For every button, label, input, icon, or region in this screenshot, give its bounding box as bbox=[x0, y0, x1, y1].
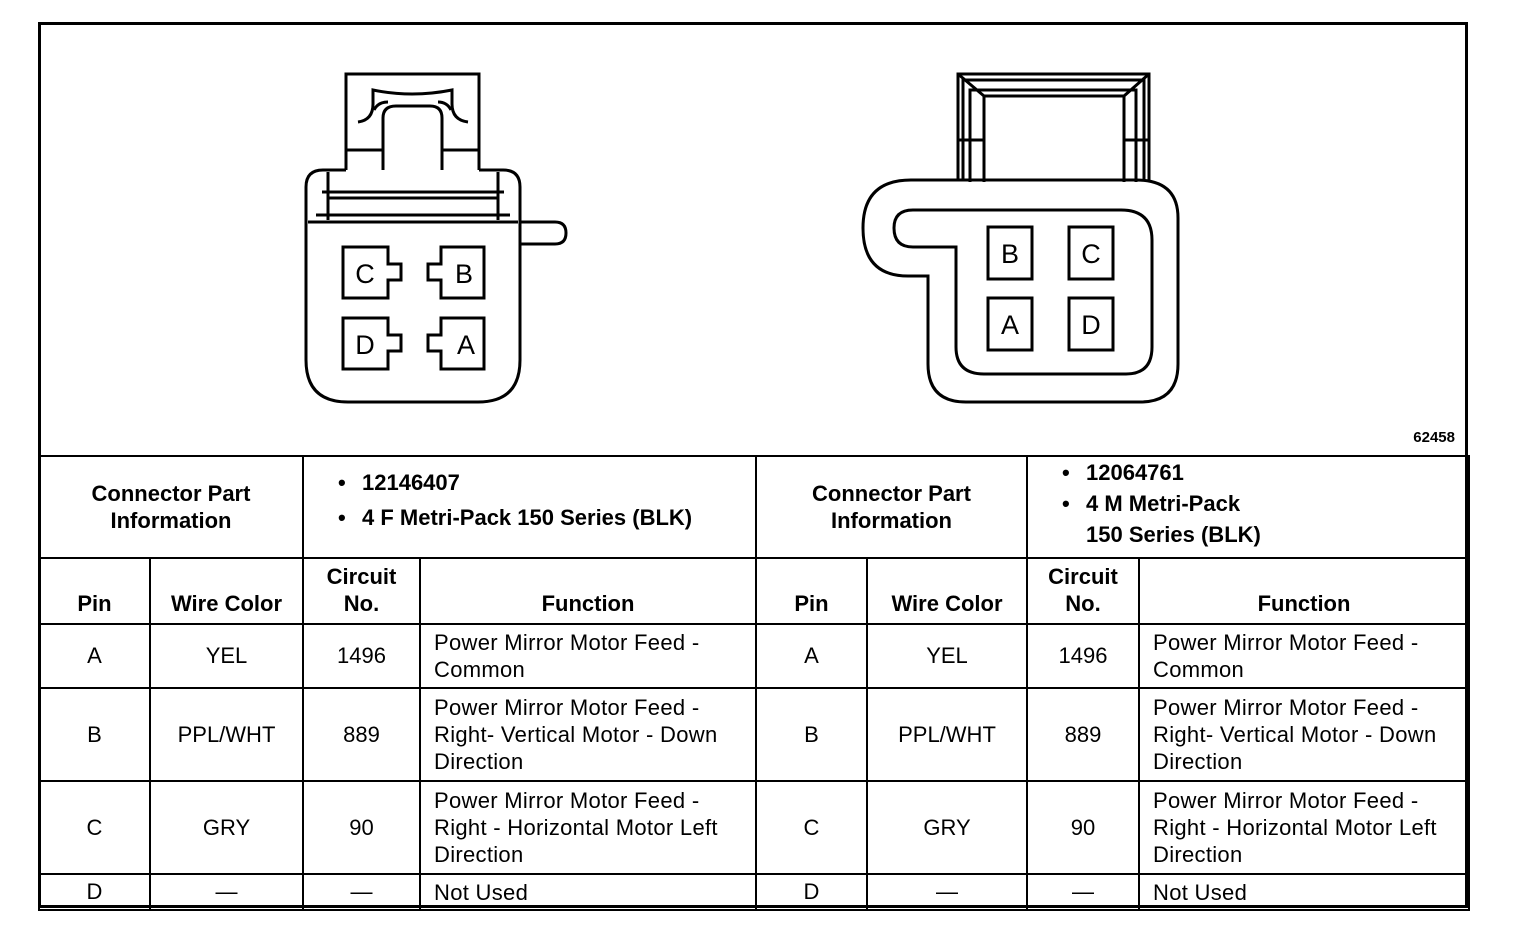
col-header-wire-color: Wire Color bbox=[866, 557, 1028, 625]
pin-cell: D bbox=[755, 873, 868, 911]
wire-color-cell: — bbox=[149, 873, 304, 911]
table-row: D — — Not Used bbox=[38, 873, 757, 911]
table-row: D — — Not Used bbox=[755, 873, 1470, 911]
female-connector-outline bbox=[304, 72, 568, 404]
function-cell: Power Mirror Motor Feed - Common bbox=[1138, 623, 1470, 689]
male-pin-label: C bbox=[1081, 239, 1101, 269]
function-cell: Not Used bbox=[419, 873, 757, 911]
function-cell: Power Mirror Motor Feed - Right - Horizo… bbox=[1138, 780, 1470, 875]
function-cell: Power Mirror Motor Feed - Common bbox=[419, 623, 757, 689]
function-cell: Power Mirror Motor Feed - Right- Vertica… bbox=[419, 687, 757, 782]
female-pin-label: C bbox=[355, 259, 375, 289]
table-row: A YEL 1496 Power Mirror Motor Feed - Com… bbox=[38, 623, 757, 689]
connector-description-cont: 150 Series (BLK) bbox=[1086, 522, 1261, 547]
wire-color-cell: GRY bbox=[149, 780, 304, 875]
male-pin-label: B bbox=[1001, 239, 1019, 269]
wire-color-cell: — bbox=[866, 873, 1028, 911]
left-pinout-table: Connector Part Information 12146407 4 F … bbox=[38, 455, 757, 911]
part-number: 12064761 bbox=[1062, 457, 1468, 488]
function-cell: Not Used bbox=[1138, 873, 1470, 911]
col-header-pin: Pin bbox=[755, 557, 868, 625]
pin-cell: C bbox=[38, 780, 151, 875]
pin-cell: D bbox=[38, 873, 151, 911]
circuit-cell: 889 bbox=[1026, 687, 1140, 782]
col-header-wire-color: Wire Color bbox=[149, 557, 304, 625]
pin-cell: B bbox=[755, 687, 868, 782]
part-number: 12146407 bbox=[338, 465, 755, 500]
pin-cell: A bbox=[38, 623, 151, 689]
connector-description: 4 M Metri-Pack bbox=[1062, 488, 1468, 519]
circuit-cell: 1496 bbox=[302, 623, 421, 689]
female-pin-label: A bbox=[457, 330, 475, 360]
wire-color-cell: YEL bbox=[149, 623, 304, 689]
circuit-cell: — bbox=[302, 873, 421, 911]
table-row: A YEL 1496 Power Mirror Motor Feed - Com… bbox=[755, 623, 1470, 689]
circuit-cell: 90 bbox=[302, 780, 421, 875]
male-pin-label: A bbox=[1001, 310, 1019, 340]
connector-description: 4 F Metri-Pack 150 Series (BLK) bbox=[338, 500, 755, 535]
col-header-pin: Pin bbox=[38, 557, 151, 625]
wire-color-cell: PPL/WHT bbox=[149, 687, 304, 782]
table-row: C GRY 90 Power Mirror Motor Feed - Right… bbox=[755, 780, 1470, 875]
col-header-function: Function bbox=[419, 557, 757, 625]
pin-cell: A bbox=[755, 623, 868, 689]
pin-cell: B bbox=[38, 687, 151, 782]
connector-diagram: C B D A B C A D bbox=[304, 72, 1180, 404]
table-row: B PPL/WHT 889 Power Mirror Motor Feed - … bbox=[755, 687, 1470, 782]
connector-part-info: 12146407 4 F Metri-Pack 150 Series (BLK) bbox=[302, 455, 757, 559]
figure-id: 62458 bbox=[1413, 429, 1455, 446]
right-pinout-table: Connector Part Information 12064761 4 M … bbox=[755, 455, 1470, 911]
table-row: C GRY 90 Power Mirror Motor Feed - Right… bbox=[38, 780, 757, 875]
female-pin-label: B bbox=[455, 259, 473, 289]
function-cell: Power Mirror Motor Feed - Right- Vertica… bbox=[1138, 687, 1470, 782]
wire-color-cell: GRY bbox=[866, 780, 1028, 875]
circuit-cell: 889 bbox=[302, 687, 421, 782]
male-pin-label: D bbox=[1081, 310, 1101, 340]
circuit-cell: — bbox=[1026, 873, 1140, 911]
col-header-circuit: Circuit No. bbox=[1026, 557, 1140, 625]
col-header-circuit: Circuit No. bbox=[302, 557, 421, 625]
connector-info-label: Connector Part Information bbox=[38, 455, 304, 559]
connector-info-label: Connector Part Information bbox=[755, 455, 1028, 559]
wire-color-cell: YEL bbox=[866, 623, 1028, 689]
male-connector-outline bbox=[861, 72, 1180, 404]
circuit-cell: 1496 bbox=[1026, 623, 1140, 689]
connector-part-info: 12064761 4 M Metri-Pack 150 Series (BLK) bbox=[1026, 455, 1470, 559]
circuit-cell: 90 bbox=[1026, 780, 1140, 875]
function-cell: Power Mirror Motor Feed - Right - Horizo… bbox=[419, 780, 757, 875]
table-row: B PPL/WHT 889 Power Mirror Motor Feed - … bbox=[38, 687, 757, 782]
wire-color-cell: PPL/WHT bbox=[866, 687, 1028, 782]
col-header-function: Function bbox=[1138, 557, 1470, 625]
female-pin-label: D bbox=[355, 330, 375, 360]
pin-cell: C bbox=[755, 780, 868, 875]
